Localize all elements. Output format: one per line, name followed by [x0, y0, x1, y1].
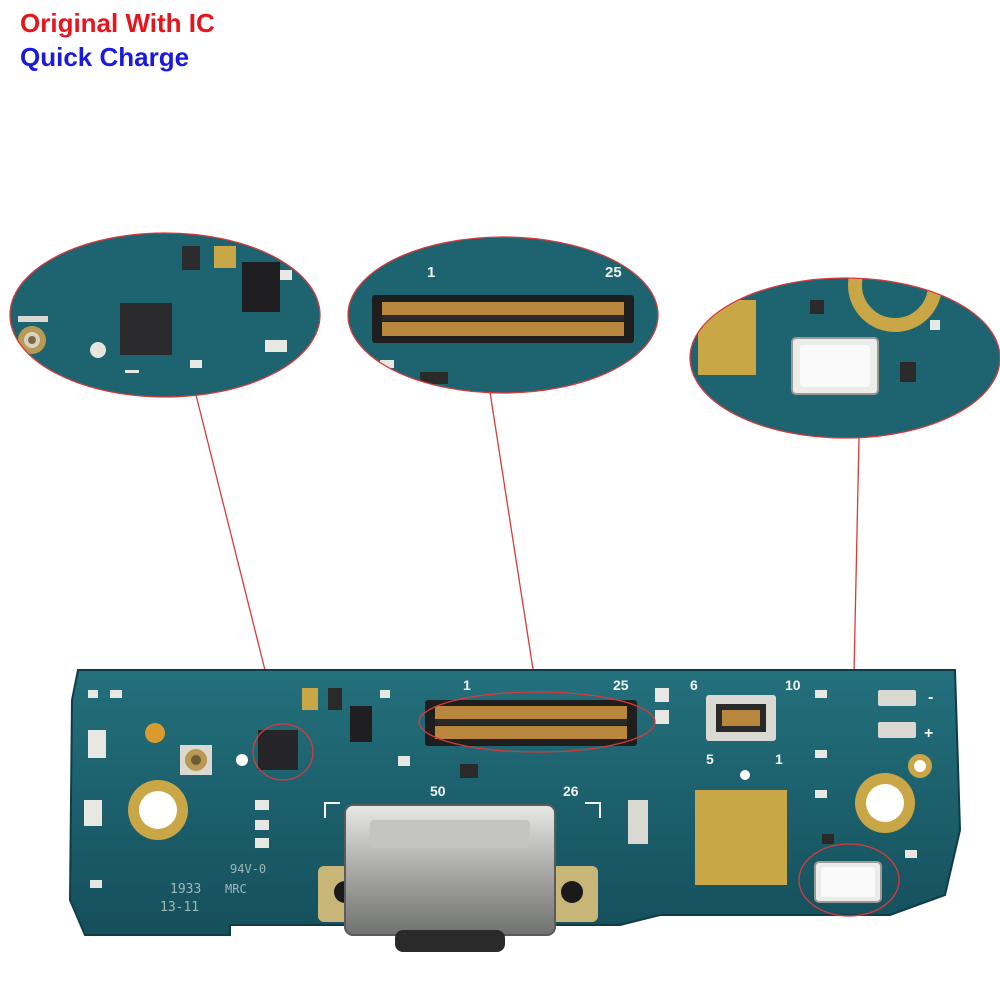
- small-connector: [706, 695, 776, 741]
- small-conn-pin-10: 10: [785, 677, 801, 693]
- contact-plus-label: +: [924, 725, 933, 742]
- silk-mrc: MRC: [225, 882, 247, 896]
- headline-original-with-ic: Original With IC: [20, 8, 215, 38]
- zoom-circle-microphone: [689, 277, 1000, 439]
- main-ic-chip: [258, 730, 298, 770]
- usb-type-c-port-icon: [318, 804, 598, 952]
- zoom-fpc-pin-25: 25: [605, 264, 622, 281]
- silk-rating: 94V-0: [230, 862, 266, 876]
- fpc-pin-26-label: 26: [563, 783, 579, 799]
- fpc-pin-25-label: 25: [613, 677, 629, 693]
- silk-date: 1933: [170, 882, 201, 897]
- fpc-pin-50-label: 50: [430, 783, 446, 799]
- board-microphone: [814, 861, 882, 903]
- ic-chip-icon: [120, 303, 172, 355]
- charging-board: 1 25 50 26 6 10 5 1 - +: [68, 669, 962, 952]
- zoom-fpc-pin-1: 1: [427, 264, 435, 281]
- small-conn-pin-5: 5: [706, 751, 714, 767]
- coax-antenna-connector-icon: [180, 745, 212, 775]
- small-conn-pin-1: 1: [775, 751, 783, 767]
- fpc-connector: [425, 700, 637, 746]
- fpc-pin-1-label: 1: [463, 677, 471, 693]
- zoom-circle-ic-chip: [9, 232, 321, 398]
- gold-contact-pad: [695, 790, 787, 885]
- zoom-circle-fpc-connector: 1 25: [347, 236, 659, 394]
- small-conn-pin-6: 6: [690, 677, 698, 693]
- silk-code: 13-11: [160, 900, 199, 915]
- contact-minus-label: -: [928, 689, 933, 706]
- headline-quick-charge: Quick Charge: [20, 42, 190, 72]
